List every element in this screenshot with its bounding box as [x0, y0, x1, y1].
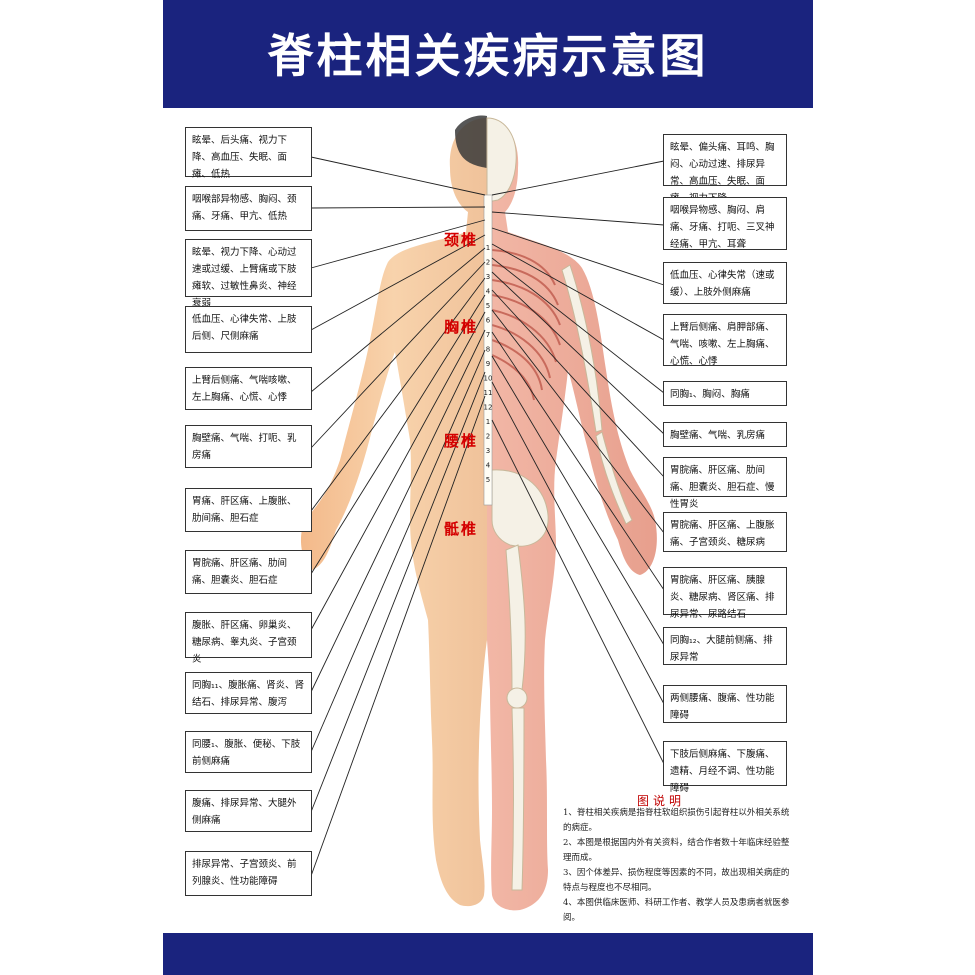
- bottom-banner: [163, 933, 813, 975]
- symptom-box-right-5: 同胸₁、胸闷、胸痛: [663, 381, 787, 406]
- body-anatomy-half: [486, 117, 657, 911]
- symptom-box-right-10: 同胸₁₂、大腿前侧痛、排尿异常: [663, 627, 787, 665]
- symptom-box-left-6: 胸壁痛、气喘、打呃、乳房痛: [185, 425, 312, 468]
- symptom-box-right-6: 胸壁痛、气喘、乳房痛: [663, 422, 787, 447]
- leader-lines-right: [491, 160, 665, 765]
- symptom-box-right-11: 两侧腰痛、腹痛、性功能障碍: [663, 685, 787, 723]
- vertebra-number: 8: [486, 346, 490, 354]
- leader-lines-left: [310, 156, 486, 877]
- vertebra-number: 4: [486, 462, 491, 470]
- symptom-box-left-4: 低血压、心律失常、上肢后侧、尺侧麻痛: [185, 306, 312, 353]
- legend-item: 3、因个体差异、损伤程度等因素的不同，故出现相关病症的特点与程度也不尽相同。: [563, 868, 790, 893]
- vertebra-number: 11: [484, 389, 493, 397]
- vertebra-number: 3: [486, 273, 490, 281]
- legend-item: 4、本图供临床医师、科研工作者、教学人员及患病者就医参阅。: [563, 898, 790, 923]
- vertebra-number: 7: [486, 331, 490, 339]
- symptom-box-right-2: 咽喉异物感、胸闷、肩痛、牙痛、打呃、三叉神经痛、甲亢、耳聋: [663, 197, 787, 250]
- symptom-box-left-2: 咽喉部异物感、胸闷、颈痛、牙痛、甲亢、低热: [185, 186, 312, 231]
- symptom-box-right-9: 胃脘痛、肝区痛、胰腺炎、糖尿病、肾区痛、排尿异常、尿路结石: [663, 567, 787, 620]
- vertebra-number: 2: [486, 259, 490, 267]
- symptom-box-left-5: 上臂后侧痛、气喘咳嗽、左上胸痛、心慌、心悸: [185, 367, 312, 410]
- symptom-box-left-7: 胃痛、肝区痛、上腹胀、肋间痛、胆石症: [185, 488, 312, 532]
- title-banner: [163, 0, 813, 108]
- symptom-box-left-3: 眩晕、视力下降、心动过速或过缓、上臂痛或下肢瘫软、过敏性鼻炎、神经衰弱: [185, 239, 312, 309]
- legend-title: 图说明: [636, 794, 685, 808]
- vertebra-number: 4: [486, 288, 491, 296]
- poster-title: 脊柱相关疾病示意图: [267, 29, 709, 83]
- vertebra-number: 12: [484, 404, 493, 412]
- symptom-box-right-4: 上臂后侧痛、肩胛部痛、气喘、咳嗽、左上胸痛、心慌、心悸: [663, 314, 787, 367]
- region-label-thoracic: 胸椎: [444, 318, 479, 336]
- vertebra-number: 9: [486, 360, 490, 368]
- legend-item: 1、脊柱相关疾病是指脊柱软组织损伤引起脊柱以外相关系统的病症。: [563, 808, 790, 833]
- symptom-box-left-8: 胃脘痛、肝区痛、肋间痛、胆囊炎、胆石症: [185, 550, 312, 594]
- region-label-sacral: 骶椎: [444, 520, 479, 538]
- vertebra-number: 5: [486, 476, 490, 484]
- vertebra-number: 1: [486, 418, 490, 426]
- vertebra-number: 10: [484, 375, 493, 383]
- vertebra-number: 2: [486, 433, 490, 441]
- vertebra-number: 5: [486, 302, 490, 310]
- spine: [483, 194, 493, 506]
- body-skin-half: [300, 115, 487, 907]
- symptom-box-right-1: 眩晕、偏头痛、耳鸣、胸闷、心动过速、排尿异常、高血压、失眠、面瘫、视力下降: [663, 134, 787, 204]
- symptom-box-left-13: 排尿异常、子宫颈炎、前列腺炎、性功能障碍: [185, 851, 312, 896]
- region-label-lumbar: 腰椎: [444, 432, 479, 450]
- symptom-box-left-10: 同胸₁₁、腹胀痛、肾炎、肾结石、排尿异常、腹泻: [185, 672, 312, 714]
- legend-item: 2、本图是根据国内外有关资料，结合作者数十年临床经验整理而成。: [563, 838, 790, 863]
- legend: 1、脊柱相关疾病是指脊柱软组织损伤引起脊柱以外相关系统的病症。 2、本图是根据国…: [563, 806, 793, 926]
- vertebra-number: 3: [486, 447, 490, 455]
- vertebra-number: 1: [486, 244, 490, 252]
- symptom-box-left-12: 腹痛、排尿异常、大腿外侧麻痛: [185, 790, 312, 832]
- symptom-box-left-9: 腹胀、肝区痛、卵巢炎、糖尿病、睾丸炎、子宫颈炎: [185, 612, 312, 665]
- symptom-box-right-12: 下肢后侧麻痛、下腹痛、遗精、月经不调、性功能障碍: [663, 741, 787, 794]
- symptom-box-right-3: 低血压、心律失常（速或缓）、上肢外侧麻痛: [663, 262, 787, 304]
- symptom-box-right-8: 胃脘痛、肝区痛、上腹胀痛、子宫颈炎、糖尿病: [663, 512, 787, 552]
- symptom-box-right-7: 胃脘痛、肝区痛、肋间痛、胆囊炎、胆石症、慢性胃炎: [663, 457, 787, 510]
- region-label-cervical: 颈椎: [444, 231, 479, 249]
- symptom-box-left-1: 眩晕、后头痛、视力下降、高血压、失眠、面瘫、低热: [185, 127, 312, 180]
- vertebra-number: 6: [486, 317, 491, 325]
- symptom-box-left-11: 同腰₁、腹胀、便秘、下肢前侧麻痛: [185, 731, 312, 773]
